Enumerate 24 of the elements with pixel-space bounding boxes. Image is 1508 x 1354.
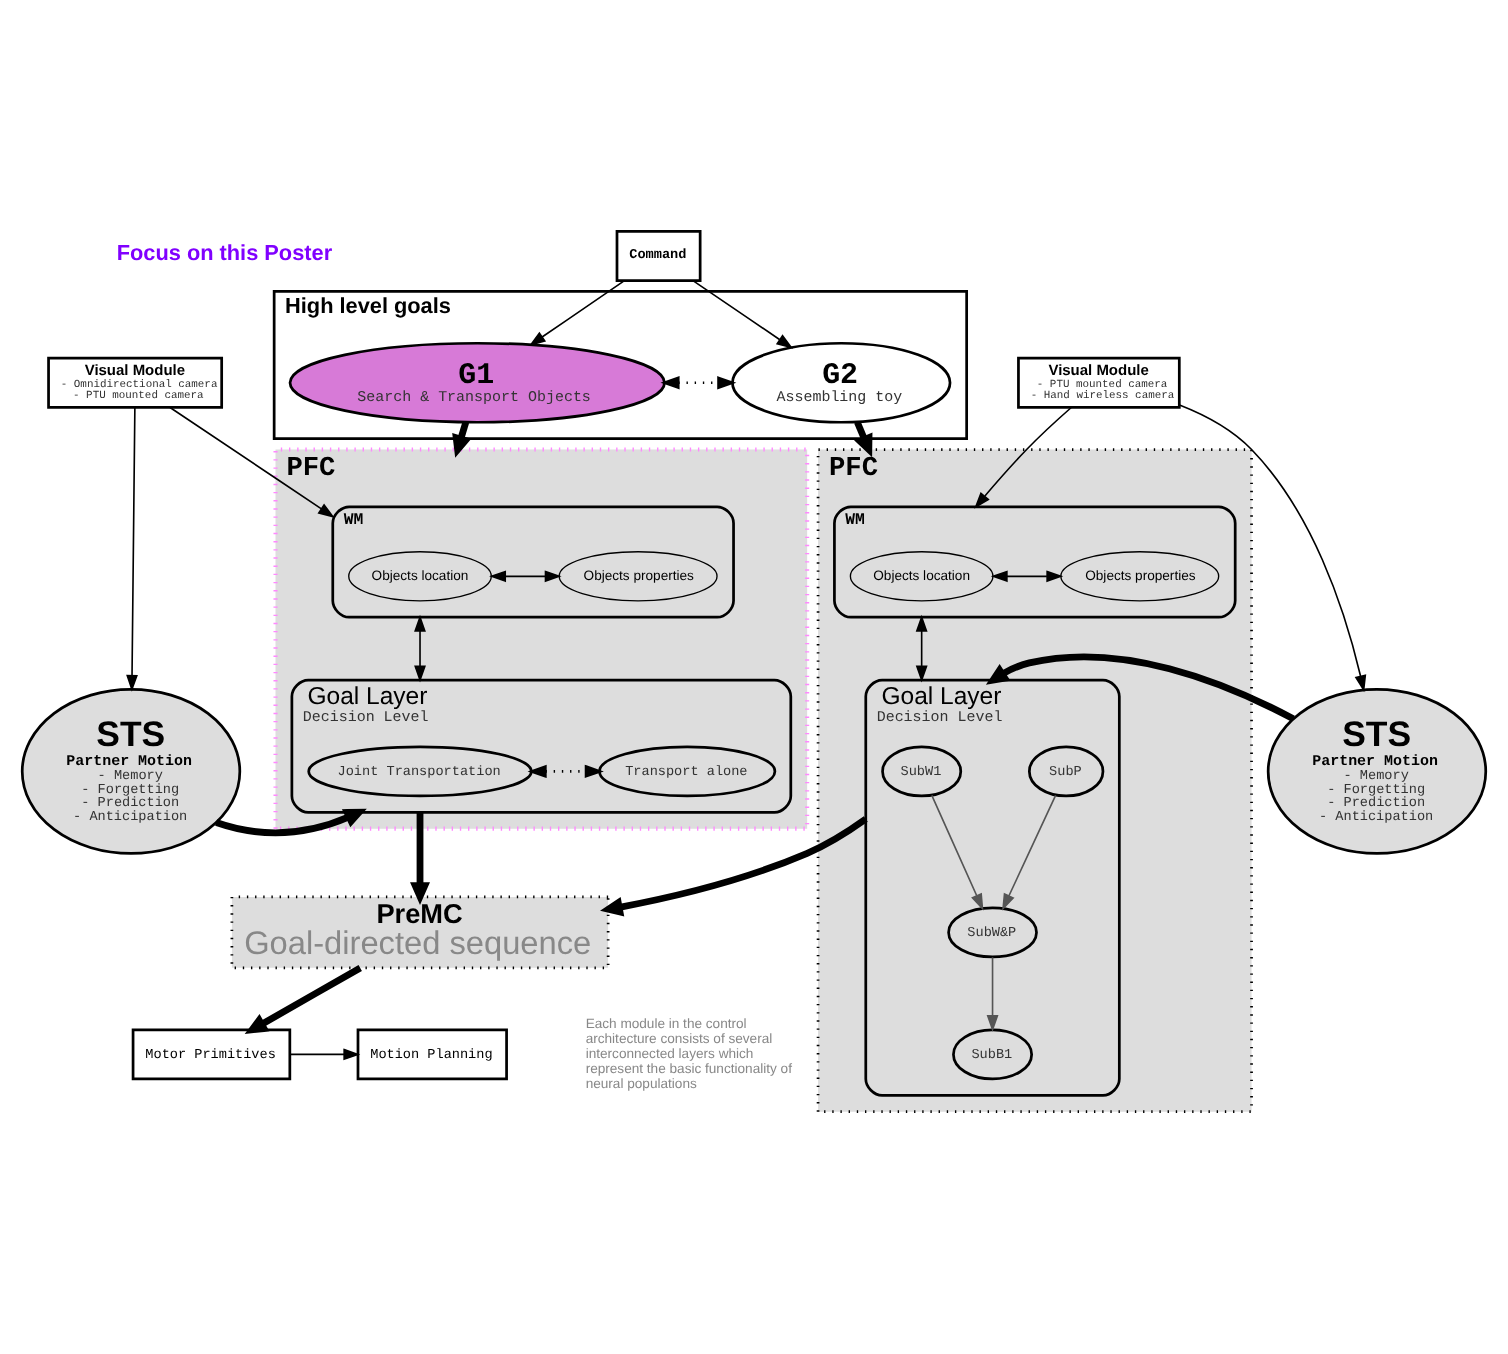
arrow: [1178, 404, 1367, 693]
arrow: [289, 1048, 361, 1061]
arrow: [931, 794, 984, 911]
arrow: [692, 279, 794, 349]
arrow: [527, 764, 604, 779]
arrow: [414, 614, 426, 683]
arrow: [915, 614, 928, 683]
arrow: [854, 420, 873, 458]
node-box: PreMC Goal-directed sequence: [230, 895, 610, 970]
arrow: [986, 956, 999, 1032]
label: Focus on this Poster: [116, 241, 333, 266]
arrow: [410, 812, 430, 905]
arrow: [528, 279, 626, 347]
arrow: [660, 376, 737, 390]
arrow: [990, 570, 1064, 583]
arrow: [169, 406, 335, 518]
arrow: [985, 653, 1295, 722]
arrow: [489, 570, 562, 583]
arrow: [974, 406, 1073, 509]
arrow: [126, 406, 138, 692]
arrow: [600, 816, 868, 917]
arrow: [244, 964, 362, 1035]
arrow: [215, 808, 367, 837]
arrow: [1002, 794, 1057, 911]
